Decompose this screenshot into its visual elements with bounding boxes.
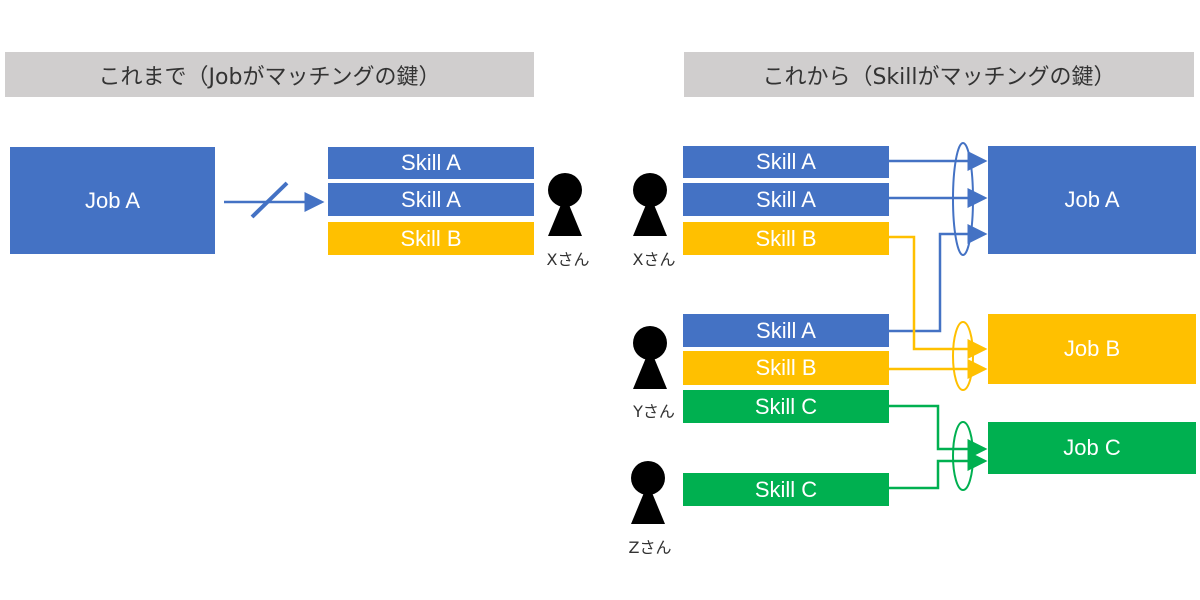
skill-box: Skill B	[328, 222, 534, 255]
skill-box: Skill B	[683, 222, 889, 255]
skill-box: Skill A	[683, 146, 889, 178]
person-label: Zさん	[628, 538, 672, 557]
skill-box: Skill A	[683, 314, 889, 347]
job-a: Job A	[988, 146, 1196, 254]
person-label: Xさん	[546, 250, 590, 269]
arrow-y-c-job-c	[889, 404, 988, 459]
group-ellipse-yellow	[952, 321, 974, 391]
arrow-x-b-job-b	[889, 235, 988, 359]
job-a-left: Job A	[10, 147, 215, 254]
skill-box: Skill C	[683, 390, 889, 423]
skill-box: Skill A	[683, 183, 889, 216]
person-icon	[631, 461, 665, 524]
arrow-y-a-job-a	[889, 224, 988, 333]
group-ellipse-green	[952, 421, 974, 491]
skill-box: Skill B	[683, 351, 889, 385]
skill-box: Skill A	[328, 147, 534, 179]
person-icon	[633, 173, 667, 236]
header-before: これまで（Jobがマッチングの鍵）	[5, 52, 534, 97]
person-icon	[633, 326, 667, 389]
header-after: これから（Skillがマッチングの鍵）	[684, 52, 1194, 97]
skill-box: Skill C	[683, 473, 889, 506]
job-b: Job B	[988, 314, 1196, 384]
person-label: Xさん	[632, 250, 676, 269]
skill-box: Skill A	[328, 183, 534, 216]
group-ellipse-blue	[952, 142, 974, 256]
block-slash	[250, 181, 289, 219]
person-icon	[548, 173, 582, 236]
job-c: Job C	[988, 422, 1196, 474]
person-label: Yさん	[633, 402, 675, 421]
arrow-z-c-job-c	[889, 451, 988, 490]
